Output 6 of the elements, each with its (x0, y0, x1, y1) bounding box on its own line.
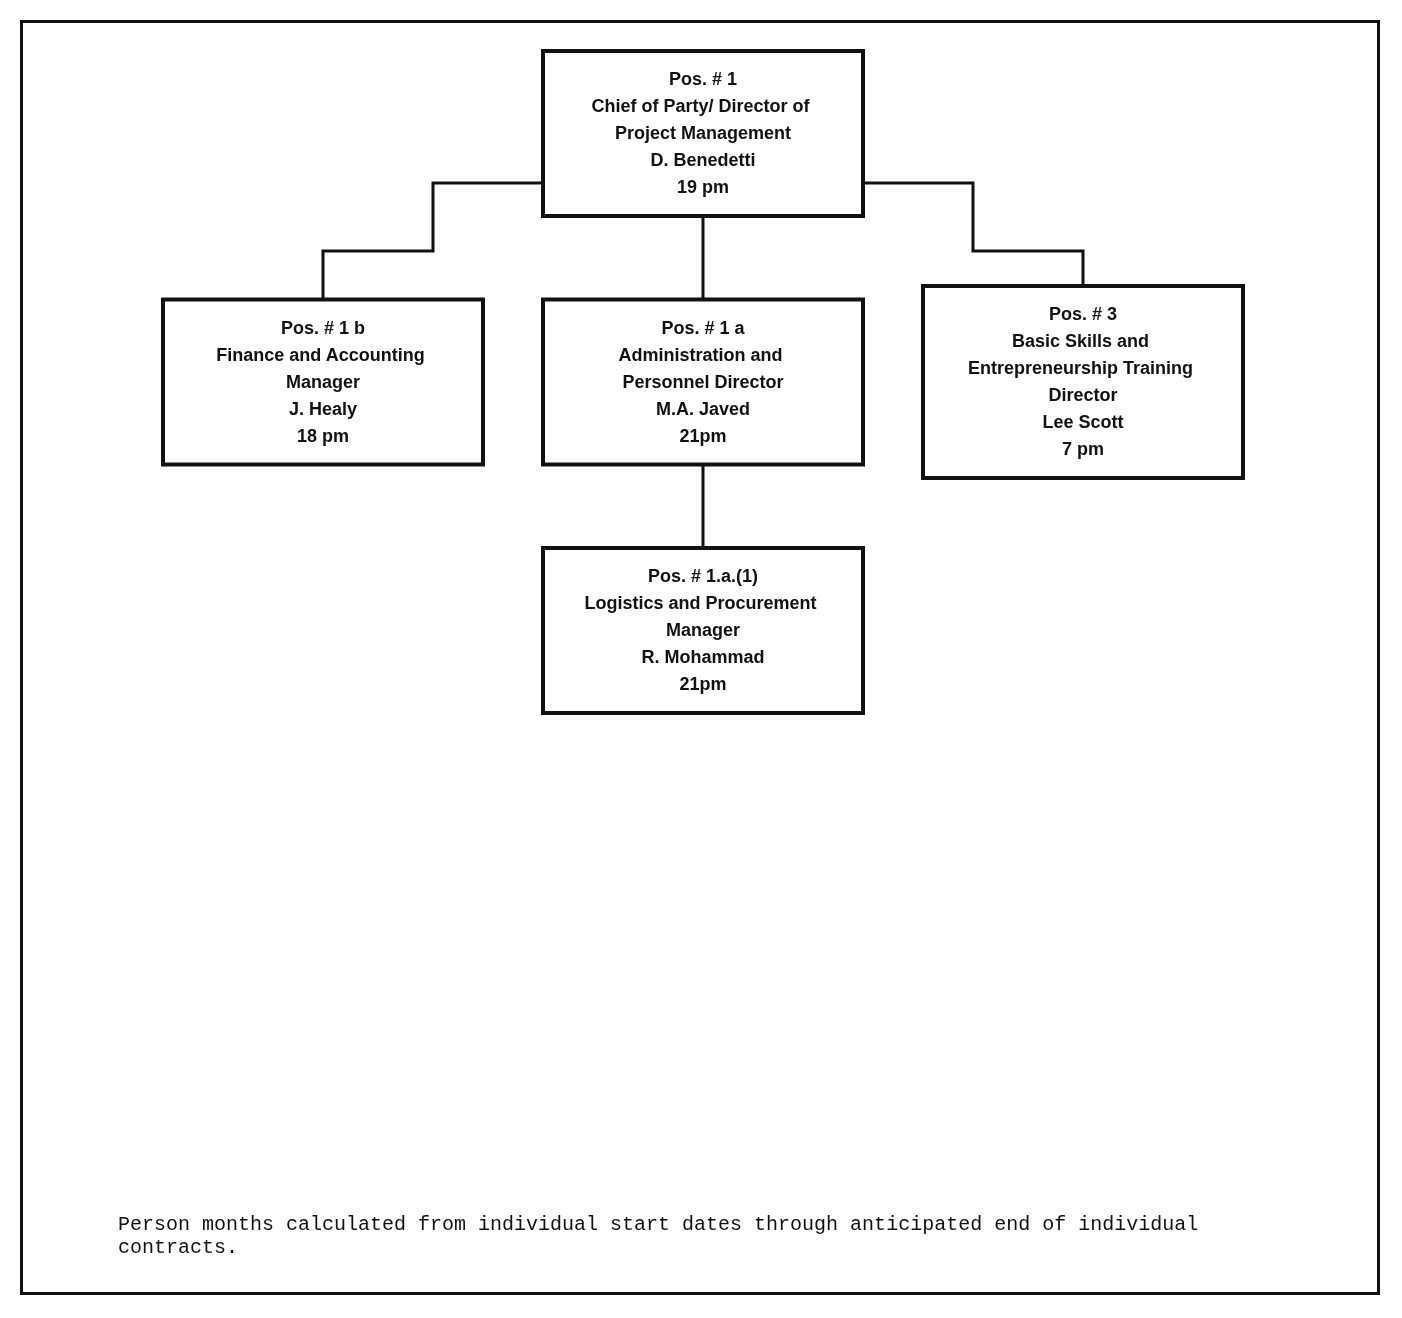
node-box: Pos. # 3 Basic Skills and Entrepreneurship Training Director Lee Scott 7 pm (921, 284, 1245, 480)
node-box: Pos. # 1 a Administration and Personnel Director M.A. Javed 21pm (541, 297, 865, 467)
footnote: Person months calculated from individual start dates through anticipated end of individual contracts. (118, 1213, 1200, 1259)
node-box: Pos. # 1 Chief of Party/ Director of Project Management D. Benedetti 19 pm (541, 49, 865, 218)
node-box: Pos. # 1.a.(1) Logistics and Procurement Manager R. Mohammad 21pm (541, 546, 865, 715)
node-box: Pos. # 1 b Finance and Accounting Manager J. Healy 18 pm (161, 297, 485, 467)
